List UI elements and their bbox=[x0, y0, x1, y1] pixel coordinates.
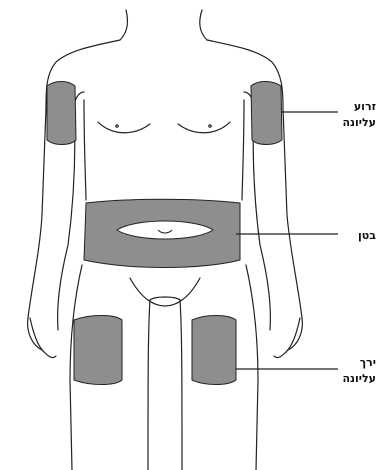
injection-area-right-upper-arm bbox=[251, 82, 282, 145]
injection-area-right-thigh bbox=[192, 316, 236, 385]
injection-area-left-upper-arm bbox=[47, 82, 76, 145]
label-upper-arm-line2: עליונה bbox=[342, 116, 376, 129]
label-thigh-line1: ירך bbox=[360, 356, 376, 369]
injection-area-abdomen bbox=[84, 199, 240, 267]
injection-area-left-thigh bbox=[74, 316, 122, 385]
label-upper-arm-line1: זרוע bbox=[354, 100, 376, 113]
label-thigh-line2: עליונה bbox=[342, 372, 376, 385]
navel bbox=[158, 230, 172, 233]
label-abdomen: בטן bbox=[358, 229, 376, 242]
